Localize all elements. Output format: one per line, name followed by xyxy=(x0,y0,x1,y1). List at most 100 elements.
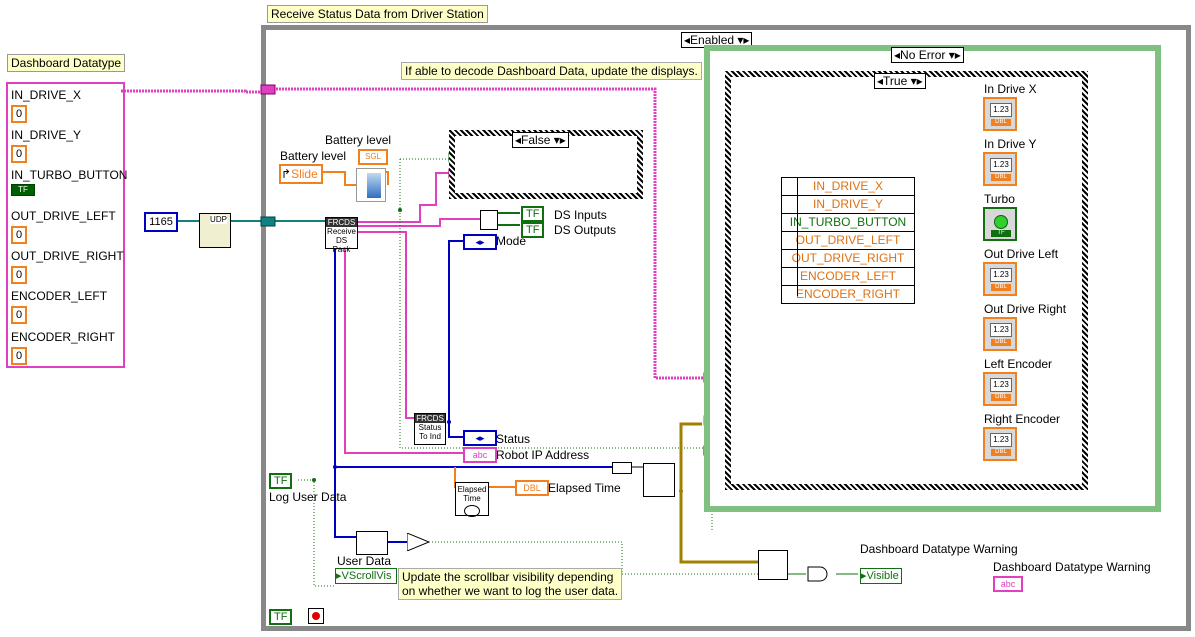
warning-terminal[interactable]: abc xyxy=(993,576,1023,592)
while-loop-frame xyxy=(261,25,1191,631)
status-to-ind-node[interactable]: FRCDS Status To Ind xyxy=(414,413,446,445)
stop-constant[interactable]: TF xyxy=(269,609,293,625)
cluster-item-value[interactable]: 0 xyxy=(11,306,27,324)
slide-fill xyxy=(367,173,381,198)
enabled-selector-arrows[interactable]: ▾▸ xyxy=(734,33,750,47)
property-arrow-icon: ▸ xyxy=(861,570,867,582)
elapsed-time-node-label: Elapsed Time xyxy=(457,485,487,503)
warning-label-1: Dashboard Datatype Warning xyxy=(860,542,1018,556)
no-error-case-selector[interactable]: ◂No Error ▾▸ xyxy=(891,47,964,63)
select-icon xyxy=(406,532,431,552)
cluster-item-label: OUT_DRIVE_RIGHT xyxy=(11,249,124,263)
ds-inputs-terminal[interactable]: TF xyxy=(521,206,545,222)
unflatten-from-string-node[interactable] xyxy=(643,463,675,497)
num-display: 1.23 xyxy=(990,433,1012,447)
cluster-item-value[interactable]: 0 xyxy=(11,266,27,284)
elapsed-time-node[interactable]: Elapsed Time xyxy=(455,482,489,517)
frcds-header: FRCDS xyxy=(326,218,357,227)
cluster-item-label: IN_DRIVE_Y xyxy=(11,128,82,142)
cluster-item-label: IN_TURBO_BUTTON xyxy=(11,168,128,182)
dbl-tag: DBL xyxy=(991,119,1011,126)
ds-outputs-label: DS Outputs xyxy=(554,223,617,237)
num-display: 1.23 xyxy=(990,158,1012,172)
num-display: 1.23 xyxy=(990,323,1012,337)
false-selector-arrows[interactable]: ▾▸ xyxy=(550,133,566,147)
type-cast-node[interactable] xyxy=(612,462,632,474)
false-selector-left-arrow[interactable]: ◂ xyxy=(515,133,522,147)
udp-open-node[interactable]: UDP xyxy=(199,213,231,248)
true-selector-left-arrow[interactable]: ◂ xyxy=(877,74,884,88)
unbundle-row: OUT_DRIVE_RIGHT xyxy=(782,250,914,268)
receive-ds-pack-node[interactable]: FRCDS Receive DS Pack xyxy=(325,217,358,254)
mode-terminal[interactable]: ◂▸ xyxy=(463,234,497,250)
port-constant[interactable]: 1165 xyxy=(144,212,178,232)
no-error-selector-arrows[interactable]: ▾▸ xyxy=(945,48,961,62)
cluster-item-value[interactable]: 0 xyxy=(11,105,27,123)
user-data-node[interactable] xyxy=(356,531,388,555)
udp-label: UDP xyxy=(210,215,227,224)
frcds-header: FRCDS xyxy=(415,414,445,423)
cluster-item-label: IN_DRIVE_X xyxy=(11,88,82,102)
num-display: 1.23 xyxy=(990,268,1012,282)
true-selector-arrows[interactable]: ▾▸ xyxy=(907,74,923,88)
vi-title-label: Receive Status Data from Driver Station xyxy=(267,5,488,23)
dashboard-datatype-cluster[interactable]: IN_DRIVE_X 0 IN_DRIVE_Y 0 IN_TURBO_BUTTO… xyxy=(6,82,128,368)
visible-label: Visible xyxy=(866,570,899,582)
elapsed-time-terminal[interactable]: DBL xyxy=(515,480,549,496)
vscrollvis-property-node[interactable]: ▸VScrollVis xyxy=(335,568,397,584)
unbundle-row: ENCODER_RIGHT xyxy=(795,287,900,301)
enabled-selector-label: Enabled xyxy=(690,33,735,47)
left-encoder-label: Left Encoder xyxy=(984,357,1053,371)
format-warning-node[interactable] xyxy=(758,550,788,580)
scrollbar-comment-line2: on whether we want to log the user data. xyxy=(402,584,619,598)
visible-property-node[interactable]: ▸Visible xyxy=(860,568,902,584)
dbl-tag: DBL xyxy=(991,394,1011,401)
unbundle-row: IN_DRIVE_X xyxy=(782,178,914,196)
battery-slide-label: Slide xyxy=(291,167,318,181)
robot-ip-label: Robot IP Address xyxy=(496,448,590,462)
unbundle-input-bar xyxy=(781,177,798,296)
property-arrow-icon: ▸ xyxy=(336,570,342,582)
battery-slide-control[interactable]: ↱Slide xyxy=(279,164,323,184)
enabled-case-selector[interactable]: ◂Enabled ▾▸ xyxy=(681,32,753,48)
elapsed-time-label: Elapsed Time xyxy=(548,481,621,495)
no-error-selector-left-arrow[interactable]: ◂ xyxy=(894,48,901,62)
enabled-selector-left-arrow[interactable]: ◂ xyxy=(684,33,691,47)
select-node[interactable] xyxy=(406,532,431,552)
cluster-item-label: ENCODER_LEFT xyxy=(11,289,108,303)
in-drive-y-label: In Drive Y xyxy=(984,137,1037,151)
battery-slide-indicator[interactable] xyxy=(356,168,386,202)
true-case-selector[interactable]: ◂True ▾▸ xyxy=(874,73,926,89)
user-data-label: User Data xyxy=(337,554,392,568)
false-case-selector[interactable]: ◂False ▾▸ xyxy=(512,132,569,148)
cluster-item-value[interactable]: 0 xyxy=(11,145,27,163)
status-terminal[interactable]: ◂▸ xyxy=(463,430,497,446)
scrollbar-comment-line1: Update the scrollbar visibility dependin… xyxy=(402,570,614,584)
tf-tag: TF xyxy=(991,230,1011,237)
cluster-item-bool[interactable]: TF xyxy=(11,184,35,196)
loop-condition-terminal[interactable] xyxy=(308,608,324,624)
turbo-led-indicator[interactable]: TF xyxy=(983,207,1017,241)
cluster-item-value[interactable]: 0 xyxy=(11,347,27,365)
cluster-item-label: ENCODER_RIGHT xyxy=(11,330,116,344)
decode-comment: If able to decode Dashboard Data, update… xyxy=(401,62,702,80)
log-user-data-control[interactable]: TF xyxy=(269,473,293,489)
log-user-data-label: Log User Data xyxy=(269,490,347,504)
true-selector-label: True xyxy=(883,74,908,88)
battery-sgl-indicator[interactable]: SGL xyxy=(358,149,388,165)
ds-outputs-terminal[interactable]: TF xyxy=(521,222,545,238)
unbundle-ds-node[interactable] xyxy=(480,210,498,230)
robot-ip-terminal[interactable]: abc xyxy=(463,447,497,463)
receive-ds-pack-label: Receive DS Pack xyxy=(327,227,356,254)
unbundle-row: OUT_DRIVE_LEFT xyxy=(782,232,914,250)
cluster-item-value[interactable]: 0 xyxy=(11,226,27,244)
and-node[interactable] xyxy=(807,566,833,582)
num-display: 1.23 xyxy=(990,103,1012,117)
unbundle-by-name-node[interactable]: IN_DRIVE_X IN_DRIVE_Y IN_TURBO_BUTTON OU… xyxy=(781,177,915,304)
